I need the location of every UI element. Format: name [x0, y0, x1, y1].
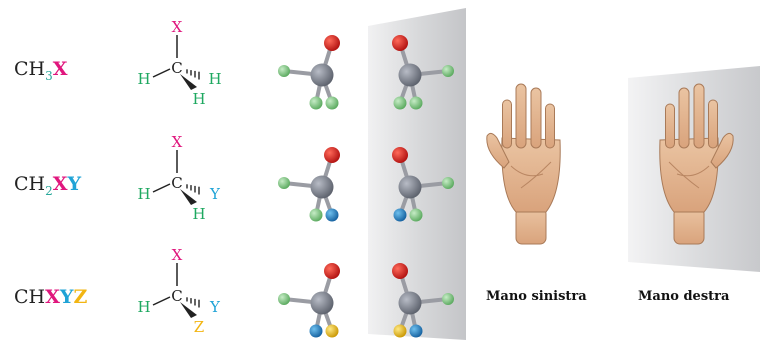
atom-front — [309, 324, 323, 338]
atom-oxygen — [392, 263, 408, 279]
atom-back — [393, 208, 407, 222]
atom-carbon — [398, 175, 422, 199]
bond-wedge — [180, 74, 197, 90]
molecule-mirror — [368, 8, 466, 340]
atom-carbon — [398, 291, 422, 315]
structural-formula-3: X C H YZ — [137, 246, 221, 336]
atom-green — [442, 65, 454, 77]
atom-bottom-label: H — [192, 90, 205, 108]
atom-top-label: X — [172, 246, 183, 264]
right-hand-label: Mano destra — [638, 289, 730, 304]
atom-center-label: C — [171, 59, 182, 77]
atom-left-label: H — [137, 185, 150, 203]
atom-top-label: X — [172, 133, 183, 151]
bond-dashed — [186, 69, 200, 80]
atom-green — [442, 177, 454, 189]
atom-front — [309, 208, 323, 222]
atom-right-label: H — [208, 70, 221, 88]
atom-oxygen — [324, 147, 340, 163]
bond-dashed — [186, 297, 200, 308]
formula-ch2xy: CH2XY — [14, 173, 82, 198]
bond-left — [152, 183, 171, 193]
atom-oxygen — [324, 35, 340, 51]
formula-chxyz: CHXYZ — [14, 286, 88, 308]
model-original-3 — [278, 263, 340, 338]
atom-green — [442, 293, 454, 305]
model-mirror-1 — [392, 35, 454, 110]
atom-front — [409, 96, 423, 110]
atom-back — [325, 324, 339, 338]
atom-front — [409, 324, 423, 338]
bond-wedge — [180, 302, 197, 318]
atom-carbon — [310, 291, 334, 315]
atom-oxygen — [392, 35, 408, 51]
atom-oxygen — [324, 263, 340, 279]
atom-carbon — [398, 63, 422, 87]
atom-left-label: H — [137, 298, 150, 316]
atom-front — [409, 208, 423, 222]
right-hand-illustration — [659, 83, 734, 245]
atom-top-label: X — [172, 18, 183, 36]
atom-green — [278, 293, 290, 305]
atom-back — [325, 96, 339, 110]
bond-wedge — [180, 189, 197, 205]
formula-ch3x: CH3X — [14, 58, 68, 83]
bond-dashed — [186, 184, 200, 195]
atom-bottom-label: Z — [194, 318, 204, 336]
atom-carbon — [310, 175, 334, 199]
atom-back — [325, 208, 339, 222]
atom-right-label: Y — [209, 298, 221, 316]
left-hand-illustration — [486, 83, 561, 245]
bond-left — [152, 68, 171, 78]
atom-right-label: Y — [209, 185, 221, 203]
atom-back — [393, 324, 407, 338]
left-hand-label: Mano sinistra — [486, 289, 587, 304]
atom-left-label: H — [137, 70, 150, 88]
atom-back — [393, 96, 407, 110]
model-original-2 — [278, 147, 340, 222]
atom-green — [278, 65, 290, 77]
atom-bottom-label: H — [192, 205, 205, 223]
atom-front — [309, 96, 323, 110]
atom-green — [278, 177, 290, 189]
model-mirror-3 — [392, 263, 454, 338]
bond-left — [152, 296, 171, 306]
model-mirror-2 — [392, 147, 454, 222]
atom-center-label: C — [171, 287, 182, 305]
atom-center-label: C — [171, 174, 182, 192]
model-original-1 — [278, 35, 340, 110]
atom-carbon — [310, 63, 334, 87]
atom-oxygen — [392, 147, 408, 163]
